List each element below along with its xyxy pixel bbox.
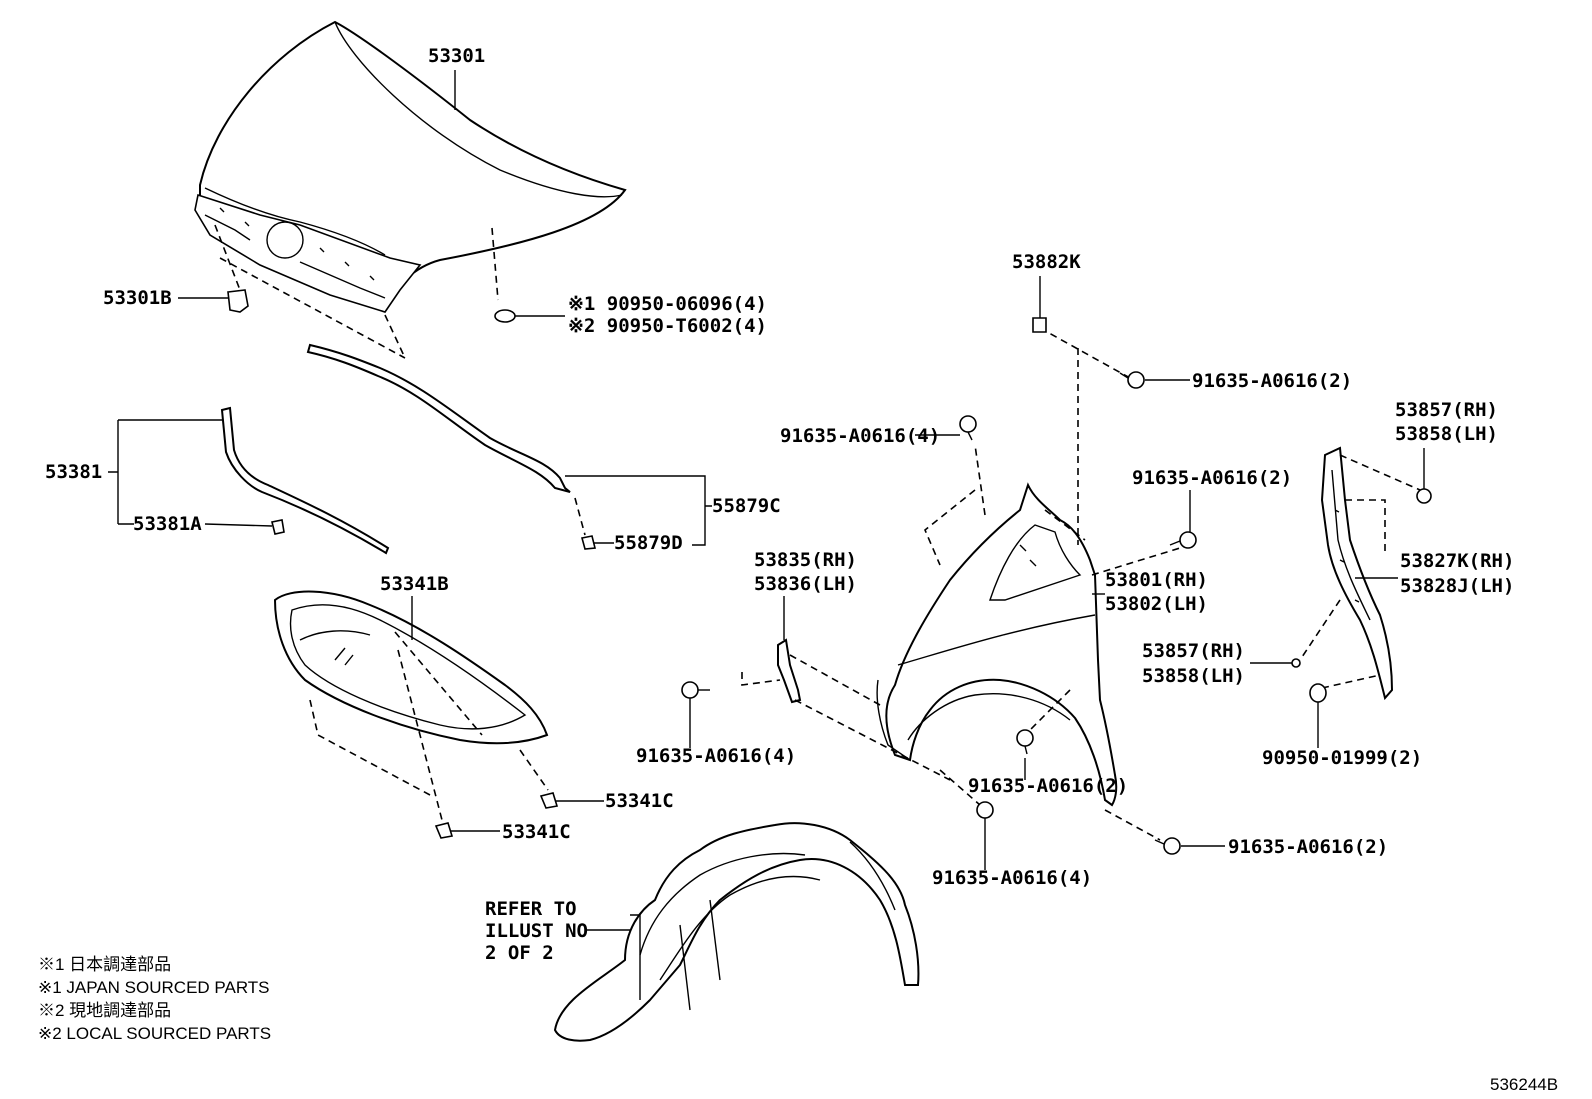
label-91635-2b: 91635-A0616(2) [1132, 467, 1292, 489]
bolt-bracket[interactable] [681, 681, 710, 699]
label-refer-3: 2 OF 2 [485, 942, 554, 964]
label-55879D: 55879D [614, 532, 683, 554]
fender-liner[interactable] [553, 822, 920, 1042]
front-fender-53801[interactable] [876, 482, 1118, 807]
label-refer-1: REFER TO [485, 898, 577, 920]
hood-seal-53381[interactable] [220, 406, 390, 555]
bolt-fender-lower[interactable] [1016, 729, 1034, 755]
hood-insulator-53341B[interactable] [273, 590, 549, 745]
label-53381: 53381 [45, 461, 102, 483]
bolt-fender-top[interactable] [959, 415, 977, 441]
label-55879C: 55879C [712, 495, 781, 517]
nut-90950-01999[interactable] [1309, 683, 1327, 703]
label-53801: 53801(RH) [1105, 569, 1208, 591]
label-91635-4c: 91635-A0616(4) [932, 867, 1092, 889]
hood-seal-55879C[interactable] [306, 343, 571, 493]
bolt-fender-side[interactable] [1169, 531, 1197, 549]
fender-seal-53827K[interactable] [1320, 446, 1394, 701]
label-91635-4b: 91635-A0616(4) [636, 745, 796, 767]
clip-53341C-b[interactable] [434, 822, 454, 839]
clip-53381A[interactable] [271, 519, 285, 535]
label-91635-top: 91635-A0616(2) [1192, 370, 1352, 392]
legend-line-3: ※2 現地調達部品 [38, 1001, 171, 1020]
label-53301: 53301 [428, 45, 485, 67]
label-53341B: 53341B [380, 573, 449, 595]
bolt-fender-bottom[interactable] [1154, 837, 1181, 855]
label-note2-code: ※2 90950-T6002(4) [568, 315, 767, 337]
label-53857-top: 53857(RH) [1395, 399, 1498, 421]
label-53827K: 53827K(RH) [1400, 550, 1514, 572]
label-90950-01999: 90950-01999(2) [1262, 747, 1422, 769]
label-refer-2: ILLUST NO [485, 920, 588, 942]
label-53341C-a: 53341C [605, 790, 674, 812]
label-91635-2d: 91635-A0616(2) [1228, 836, 1388, 858]
hood-hole-plug[interactable] [494, 309, 516, 323]
hood-panel[interactable] [194, 20, 627, 313]
label-53381A: 53381A [133, 513, 202, 535]
label-53341C-b: 53341C [502, 821, 571, 843]
bolt-fender-front-bottom[interactable] [976, 801, 994, 819]
fender-bracket-53835[interactable] [777, 638, 802, 704]
drawing-number: 536244B [1490, 1075, 1558, 1094]
bolt-top-right[interactable] [1119, 371, 1145, 389]
legend-line-2: ※1 JAPAN SOURCED PARTS [38, 978, 270, 997]
grommet-53857-top[interactable] [1416, 488, 1432, 504]
grommet-53857-mid[interactable] [1291, 658, 1301, 668]
legend-line-1: ※1 日本調達部品 [38, 955, 171, 974]
label-53858-top: 53858(LH) [1395, 423, 1498, 445]
label-53836: 53836(LH) [754, 573, 857, 595]
clip-55879D[interactable] [581, 535, 597, 550]
clip-53341C-a[interactable] [539, 792, 559, 809]
label-53857-mid: 53857(RH) [1142, 640, 1245, 662]
label-53301B: 53301B [103, 287, 172, 309]
label-53828J: 53828J(LH) [1400, 575, 1514, 597]
clip-53882K[interactable] [1032, 317, 1047, 333]
hood-cushion-53301B[interactable] [227, 289, 249, 313]
label-91635-2c: 91635-A0616(2) [968, 775, 1128, 797]
label-note1-code: ※1 90950-06096(4) [568, 293, 767, 315]
label-53835: 53835(RH) [754, 549, 857, 571]
label-53882K: 53882K [1012, 251, 1081, 273]
label-53858-mid: 53858(LH) [1142, 665, 1245, 687]
label-91635-4a: 91635-A0616(4) [780, 425, 940, 447]
legend-line-4: ※2 LOCAL SOURCED PARTS [38, 1024, 271, 1043]
label-53802: 53802(LH) [1105, 593, 1208, 615]
